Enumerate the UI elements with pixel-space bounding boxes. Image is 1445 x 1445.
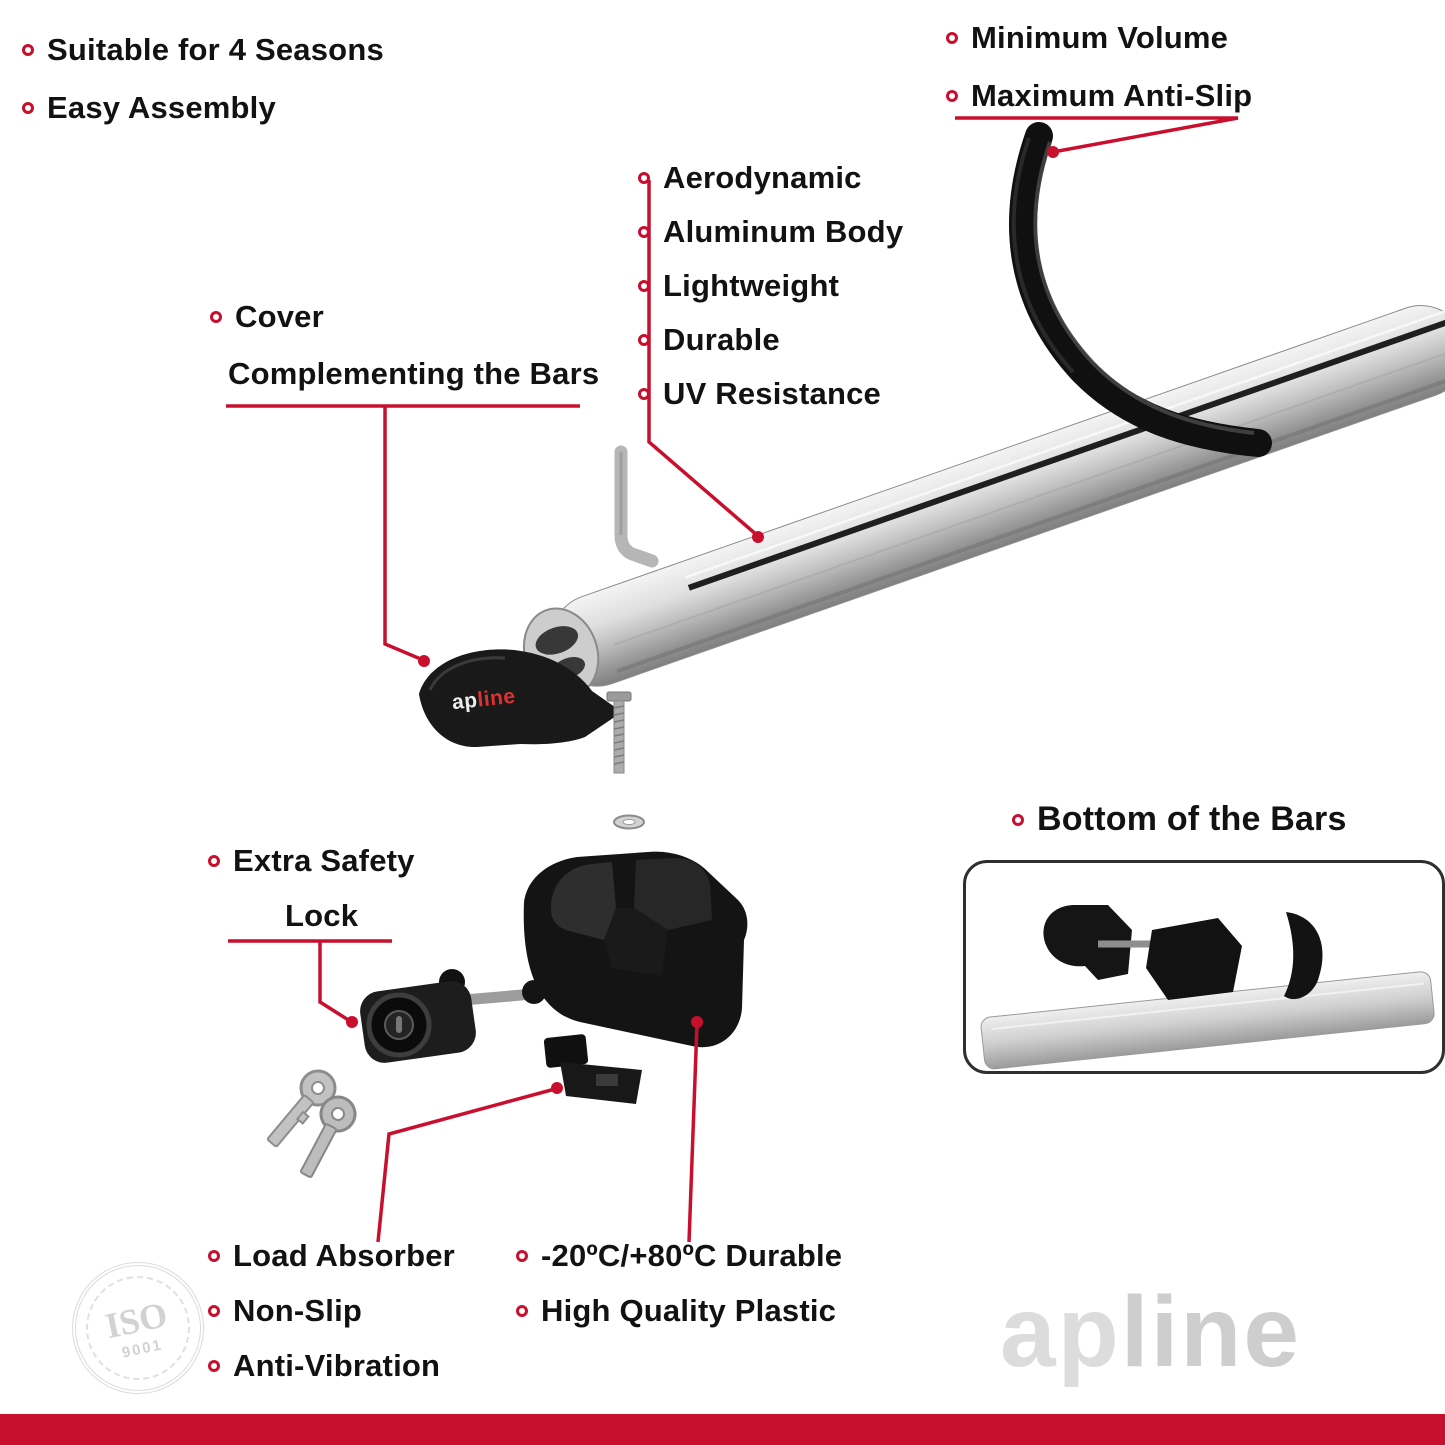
feature-non-slip: Non-Slip xyxy=(208,1293,362,1329)
mount-bracket xyxy=(523,851,748,1048)
inset-foot xyxy=(1146,918,1242,1000)
feature-anti-vibration: Anti-Vibration xyxy=(208,1348,440,1384)
feature-aluminum-body: Aluminum Body xyxy=(638,214,903,250)
bullet-icon xyxy=(946,89,958,102)
bullet-icon xyxy=(208,1304,220,1317)
rubber-strip xyxy=(1009,122,1272,457)
feature-durable: Durable xyxy=(638,322,780,358)
allen-key xyxy=(614,445,659,568)
feature-anti-slip: Maximum Anti-Slip xyxy=(946,78,1252,114)
feature-lightweight: Lightweight xyxy=(638,268,839,304)
bullet-icon xyxy=(208,1359,220,1372)
callout-safety-line1: Extra Safety xyxy=(208,843,415,879)
watermark-line: line xyxy=(1120,1276,1301,1388)
bullet-icon xyxy=(638,387,650,400)
cover-part xyxy=(419,649,622,748)
feature-temperature-durable: -20ºC/+80ºC Durable xyxy=(516,1238,842,1274)
bullet-icon xyxy=(638,225,650,238)
brand-logo-line: line xyxy=(476,684,517,712)
bullet-icon xyxy=(22,43,34,56)
feature-label: Load Absorber xyxy=(233,1238,455,1273)
bullet-icon xyxy=(638,171,650,184)
feature-easy-assembly: Easy Assembly xyxy=(22,90,276,126)
bullet-icon xyxy=(516,1304,528,1317)
feature-quality-plastic: High Quality Plastic xyxy=(516,1293,836,1329)
feature-label: Suitable for 4 Seasons xyxy=(47,32,384,67)
callout-cover-line2: Complementing the Bars xyxy=(228,356,599,392)
feature-suitable-seasons: Suitable for 4 Seasons xyxy=(22,32,384,68)
feature-label: -20ºC/+80ºC Durable xyxy=(541,1238,843,1273)
feature-aerodynamic: Aerodynamic xyxy=(638,160,862,196)
inset-title-label: Bottom of the Bars xyxy=(1037,800,1347,838)
safety-lock xyxy=(360,969,546,1063)
brand-logo-ap: ap xyxy=(450,688,479,715)
watermark-ap: ap xyxy=(1000,1276,1121,1388)
leader-lines xyxy=(226,116,1239,1243)
bullet-icon xyxy=(516,1249,528,1262)
feature-label: Maximum Anti-Slip xyxy=(971,78,1253,113)
callout-safety-line2: Lock xyxy=(285,898,358,934)
bullet-icon xyxy=(208,854,220,867)
feature-label: Anti-Vibration xyxy=(233,1348,441,1383)
bullet-icon xyxy=(22,101,34,114)
keys xyxy=(266,1069,357,1179)
bullet-icon xyxy=(638,279,650,292)
inset-strip xyxy=(1284,912,1323,1000)
feature-load-absorber: Load Absorber xyxy=(208,1238,455,1274)
feature-label: Non-Slip xyxy=(233,1293,363,1328)
bullet-icon xyxy=(1012,813,1024,826)
feature-label: Easy Assembly xyxy=(47,90,276,125)
footer-band xyxy=(0,1414,1445,1445)
inset-illustration xyxy=(980,905,1435,1070)
callout-label: Extra Safety xyxy=(233,843,415,878)
callout-label: Lock xyxy=(285,898,359,933)
bullet-icon xyxy=(946,31,958,44)
bullet-icon xyxy=(208,1249,220,1262)
bullet-icon xyxy=(210,310,222,323)
iso-stamp-inner: ISO 9001 xyxy=(76,1266,200,1390)
washer xyxy=(613,814,645,830)
callout-cover-line1: Cover xyxy=(210,299,324,335)
inset-box xyxy=(963,860,1445,1074)
feature-label: Lightweight xyxy=(663,268,840,303)
inset-clamp-hook xyxy=(1043,905,1132,980)
callout-label: Complementing the Bars xyxy=(228,356,600,391)
inset-title: Bottom of the Bars xyxy=(1012,800,1347,839)
feature-label: Aluminum Body xyxy=(663,214,904,249)
feature-minimum-volume: Minimum Volume xyxy=(946,20,1228,56)
leader-dots xyxy=(346,146,1059,1094)
clamp-part xyxy=(543,1034,642,1104)
feature-label: Minimum Volume xyxy=(971,20,1229,55)
feature-uv-resistance: UV Resistance xyxy=(638,376,881,412)
feature-label: High Quality Plastic xyxy=(541,1293,837,1328)
callout-label: Cover xyxy=(235,299,324,334)
feature-label: Aerodynamic xyxy=(663,160,862,195)
bolt xyxy=(606,691,632,774)
feature-label: Durable xyxy=(663,322,780,357)
crossbar xyxy=(523,305,1445,698)
bullet-icon xyxy=(638,333,650,346)
feature-label: UV Resistance xyxy=(663,376,881,411)
brand-watermark: apline xyxy=(1000,1282,1301,1382)
